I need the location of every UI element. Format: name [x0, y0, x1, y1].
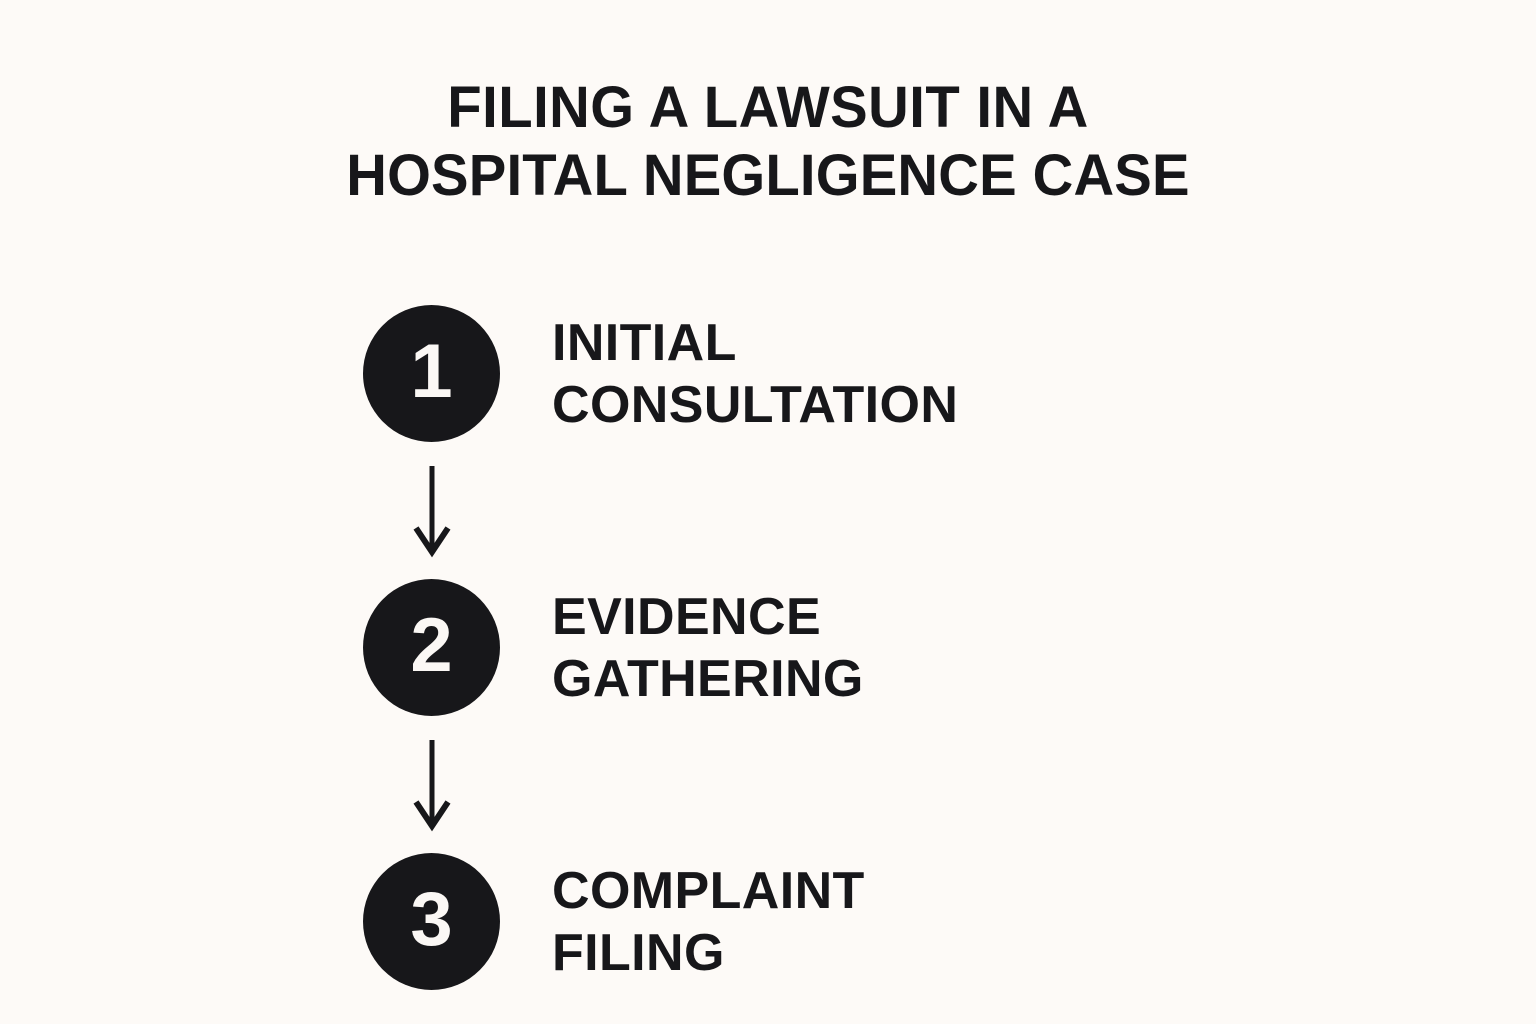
- page-title: FILING A LAWSUIT IN A HOSPITAL NEGLIGENC…: [0, 74, 1536, 210]
- step-label-1: INITIAL CONSULTATION: [552, 313, 959, 434]
- step-number-1: 1: [410, 328, 453, 414]
- step-label-2: EVIDENCE GATHERING: [552, 587, 864, 708]
- step-list: 1 INITIAL CONSULTATION 2 EVIDENCE GATHER…: [363, 305, 1263, 990]
- arrow-down-icon: [413, 465, 450, 557]
- step-label-3: COMPLAINT FILING: [552, 861, 865, 982]
- page-title-line-2: HOSPITAL NEGLIGENCE CASE: [346, 143, 1190, 208]
- step-number-3: 3: [410, 876, 453, 962]
- step-badge-1: 1: [363, 305, 500, 442]
- step-item-1[interactable]: 1 INITIAL CONSULTATION: [363, 305, 1263, 442]
- connector-1: [363, 442, 500, 579]
- step-number-2: 2: [410, 602, 453, 688]
- page-title-line-1: FILING A LAWSUIT IN A: [447, 75, 1089, 140]
- step-badge-3: 3: [363, 853, 500, 990]
- step-item-2[interactable]: 2 EVIDENCE GATHERING: [363, 579, 1263, 716]
- step-item-3[interactable]: 3 COMPLAINT FILING: [363, 853, 1263, 990]
- connector-2: [363, 716, 500, 853]
- step-badge-2: 2: [363, 579, 500, 716]
- arrow-down-icon: [413, 739, 450, 831]
